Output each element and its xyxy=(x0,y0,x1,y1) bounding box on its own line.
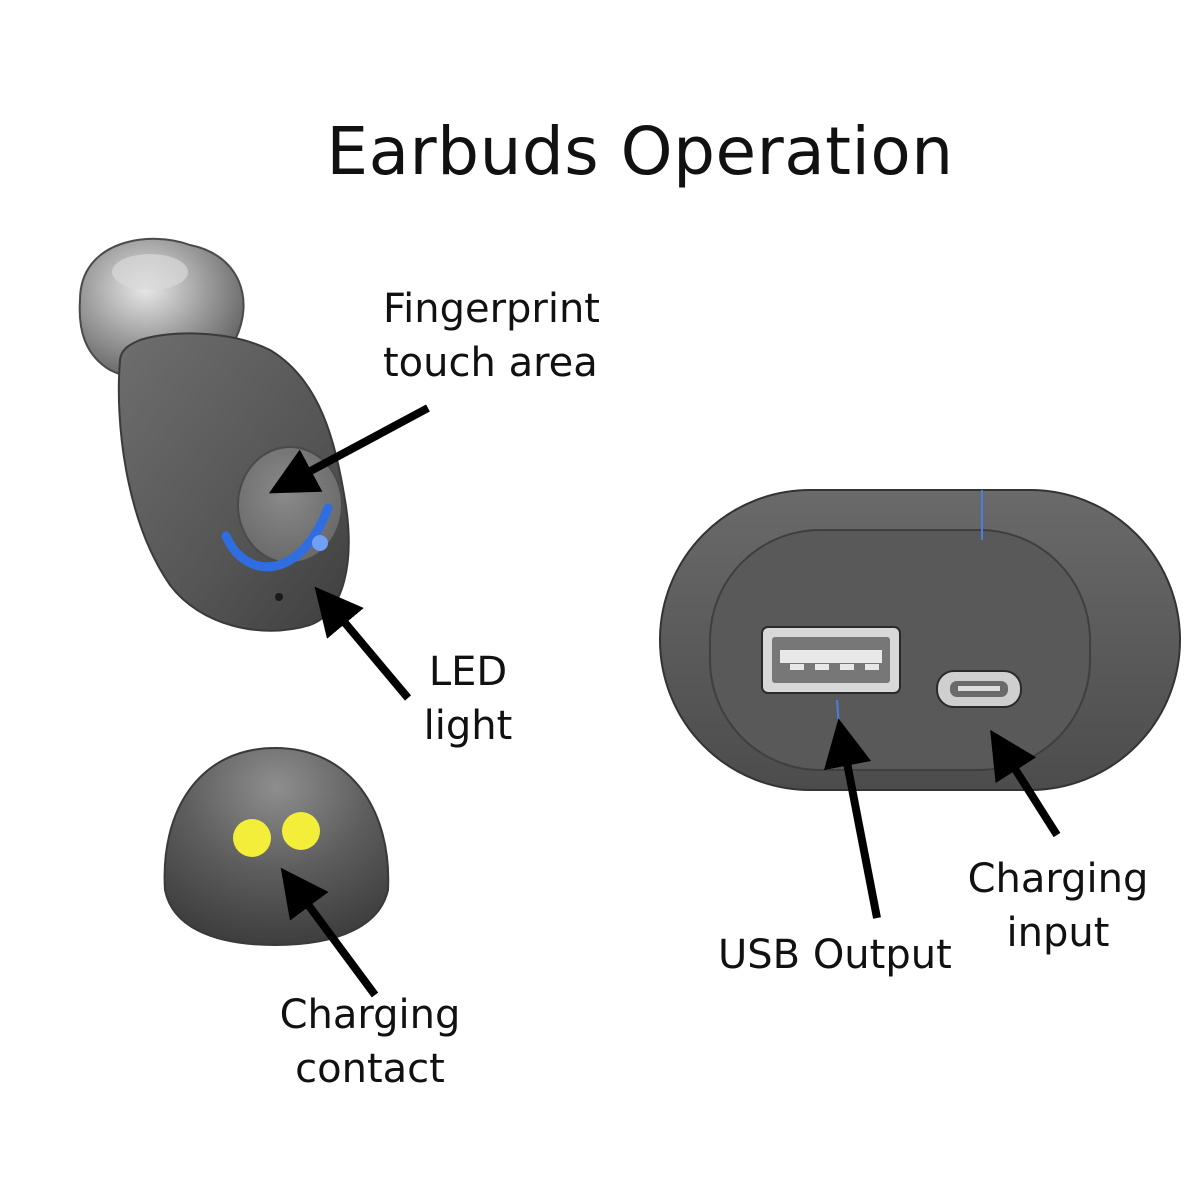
label-led-line-1: LED xyxy=(428,649,508,695)
diagram-title: Earbuds Operation xyxy=(326,113,954,190)
label-input-line-2: input xyxy=(1006,910,1110,956)
label-input-line-1: Charging xyxy=(967,856,1149,902)
label-charging-input: Charging input xyxy=(960,852,1156,960)
micro-usb-port xyxy=(936,670,1022,708)
charging-contact-pin-left xyxy=(233,819,271,857)
earbud-side-view xyxy=(78,237,350,632)
callout-arrows xyxy=(268,404,1061,998)
label-charging-contact: Charging contact xyxy=(262,988,478,1096)
arrow-usb-output xyxy=(823,718,881,919)
label-led-line-2: light xyxy=(423,703,513,749)
usb-port xyxy=(761,626,901,694)
label-contact-line-2: contact xyxy=(295,1046,445,1092)
arrow-charging-input xyxy=(990,729,1061,838)
arrow-charging-contact xyxy=(280,867,379,998)
charging-contact-pin-right xyxy=(282,812,320,850)
charging-case xyxy=(659,489,1181,791)
led-light-ring xyxy=(221,503,333,572)
label-fingerprint-touch-area: Fingerprint touch area xyxy=(383,282,600,390)
label-led-light: LED light xyxy=(418,645,518,753)
label-fingerprint-line-2: touch area xyxy=(383,340,598,386)
arrow-led xyxy=(314,586,412,701)
label-usb-output: USB Output xyxy=(718,932,952,978)
arrow-fingerprint xyxy=(268,404,430,494)
earbud-bottom-view xyxy=(163,746,390,947)
charging-dome xyxy=(163,746,390,947)
label-contact-line-1: Charging xyxy=(279,992,461,1038)
label-fingerprint-line-1: Fingerprint xyxy=(383,286,600,332)
